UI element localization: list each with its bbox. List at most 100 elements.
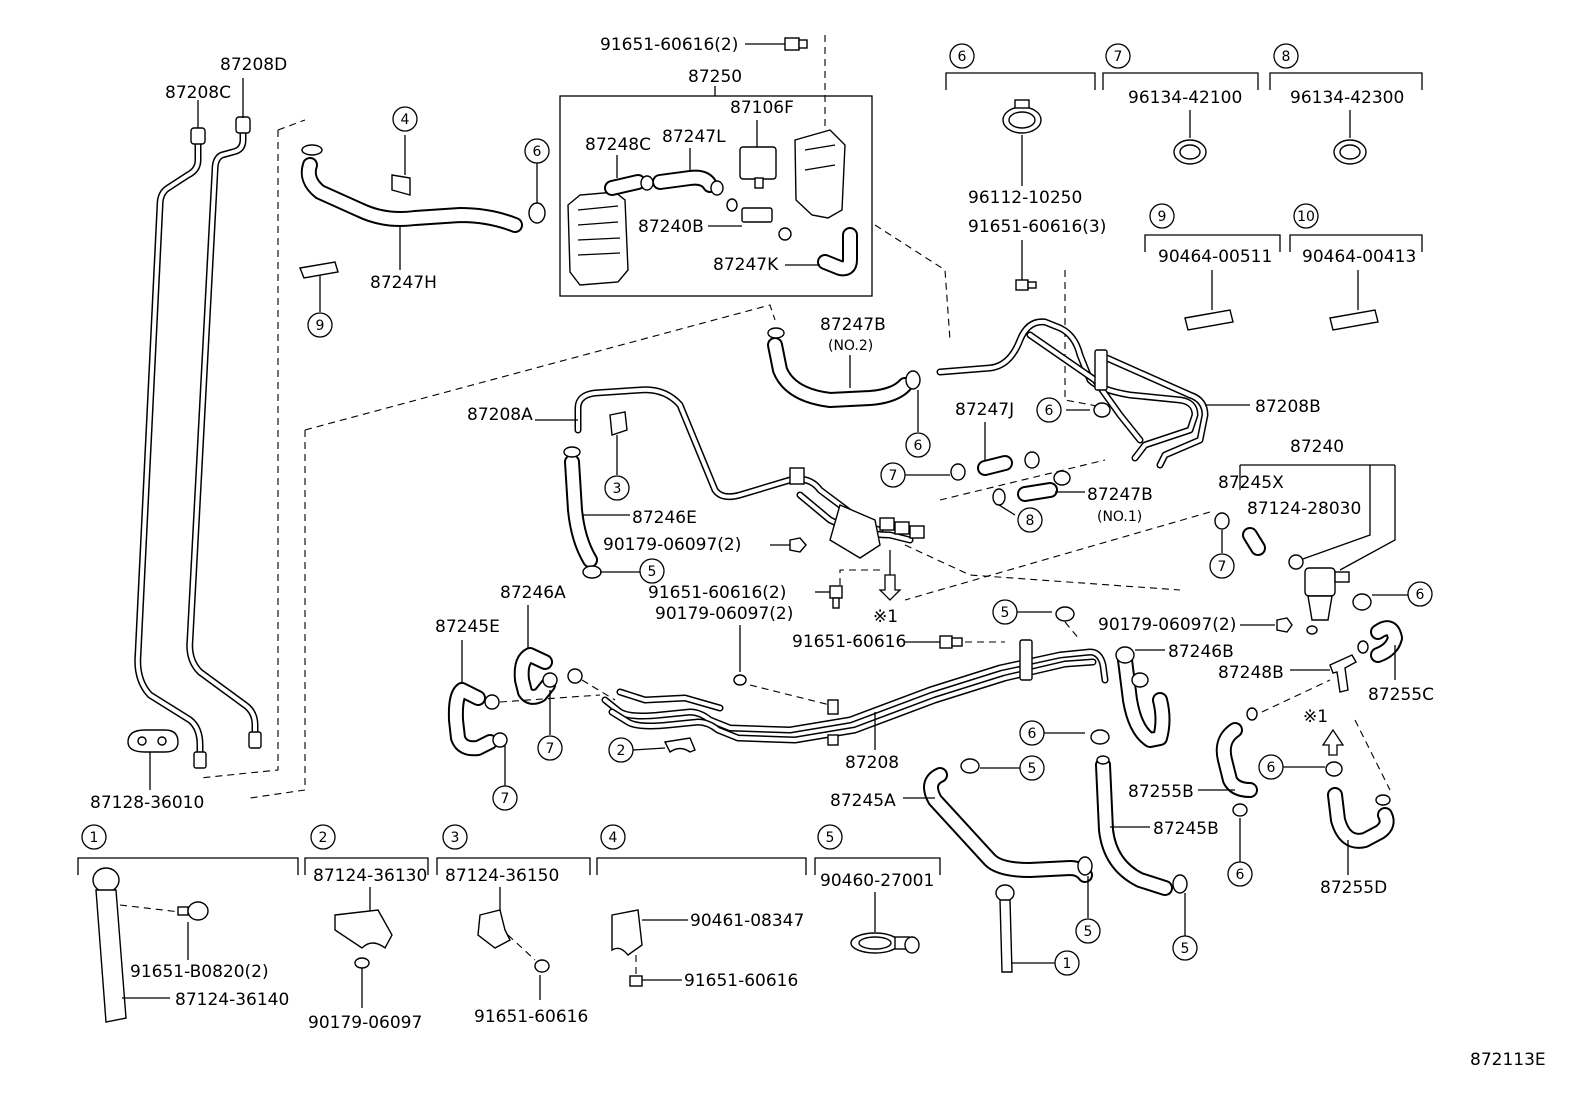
callout-6 <box>1227 861 1253 887</box>
svg-text:6: 6 <box>1267 760 1276 776</box>
legend-group-5: 5 90460-27001 <box>814 824 941 954</box>
svg-text:8: 8 <box>1026 513 1035 529</box>
hose-87245A <box>923 758 1093 883</box>
svg-text:10: 10 <box>1297 209 1315 225</box>
label-ref1b: ※1 <box>1303 707 1328 727</box>
callout-3 <box>604 475 630 501</box>
svg-text:5: 5 <box>1001 605 1010 621</box>
label-87245B: 87245B <box>1153 819 1219 839</box>
svg-text:5: 5 <box>1181 941 1190 957</box>
label-90464-00413: 90464-00413 <box>1302 247 1416 267</box>
svg-text:90179-06097: 90179-06097 <box>308 1013 422 1033</box>
hose-87245E <box>447 682 508 757</box>
svg-text:91651-B0820(2): 91651-B0820(2) <box>130 962 269 982</box>
hose-clamp-96112-10250 <box>1002 99 1042 134</box>
svg-text:6: 6 <box>958 49 967 65</box>
label-87208C: 87208C <box>165 83 231 103</box>
callout-6 <box>1258 754 1284 780</box>
pipe-87208B <box>936 318 1209 469</box>
svg-text:3: 3 <box>451 830 460 846</box>
svg-text:9: 9 <box>316 318 325 334</box>
label-87247B-no1: 87247B <box>1087 485 1153 505</box>
callout-7 <box>537 735 563 761</box>
assembly-87250-box <box>559 95 873 297</box>
callout-6 <box>1036 397 1062 423</box>
clamp-icon <box>663 737 696 754</box>
svg-text:7: 7 <box>501 791 510 807</box>
svg-text:6: 6 <box>533 144 542 160</box>
hose-87245X <box>1242 527 1266 556</box>
legend-group-3: 3 87124-36150 91651-60616 <box>436 824 591 1027</box>
svg-text:87124-36140: 87124-36140 <box>175 990 289 1010</box>
label-87255B: 87255B <box>1128 782 1194 802</box>
callout-9 <box>307 312 333 338</box>
diagram-id: 872113E <box>1470 1050 1546 1070</box>
hose-clamp-icon <box>1333 139 1367 165</box>
label-87245E: 87245E <box>435 617 500 637</box>
legend-group-2: 2 87124-36130 90179-06097 <box>304 824 429 1033</box>
label-87240: 87240 <box>1290 437 1344 457</box>
label-91651-60616-2-mid: 91651-60616(2) <box>648 583 786 603</box>
callout-7 <box>492 785 518 811</box>
label-87248B: 87248B <box>1218 663 1284 683</box>
bolt-icon <box>784 37 808 51</box>
hose-87247B-no1 <box>1017 482 1058 502</box>
svg-text:5: 5 <box>1084 924 1093 940</box>
clip-icon <box>1184 309 1234 331</box>
group-bracket-7: 7 <box>1102 43 1259 90</box>
svg-text:5: 5 <box>826 830 835 846</box>
callout-7 <box>1209 553 1235 579</box>
label-87247J: 87247J <box>955 400 1014 420</box>
svg-text:87124-36130: 87124-36130 <box>313 866 427 886</box>
callout-5 <box>1075 918 1101 944</box>
legend-group-1: 1 91651-B0820(2) 87124-36140 <box>77 824 299 1023</box>
svg-text:87124-36150: 87124-36150 <box>445 866 559 886</box>
svg-text:90460-27001: 90460-27001 <box>820 871 934 891</box>
svg-text:6: 6 <box>1045 403 1054 419</box>
label-87246E: 87246E <box>632 508 697 528</box>
svg-text:7: 7 <box>546 741 555 757</box>
callout-6 <box>524 138 550 164</box>
vsv-valve-icon <box>739 146 777 189</box>
connector-block-icon <box>829 504 925 559</box>
label-90464-00511: 90464-00511 <box>1158 247 1272 267</box>
bracket-icon <box>794 129 846 219</box>
svg-text:5: 5 <box>648 564 657 580</box>
svg-text:91651-60616: 91651-60616 <box>474 1007 588 1027</box>
hose-87247B-no2 <box>767 327 921 408</box>
label-96134-42100: 96134-42100 <box>1128 88 1242 108</box>
label-87208B: 87208B <box>1255 397 1321 417</box>
label-87255C: 87255C <box>1368 685 1434 705</box>
hose-clamp-icon <box>528 202 546 224</box>
svg-text:8: 8 <box>1282 49 1291 65</box>
clamp-icon <box>391 174 411 196</box>
hose-87246A <box>513 647 583 705</box>
group-bracket-6: 6 <box>945 43 1096 90</box>
label-87208: 87208 <box>845 753 899 773</box>
group-bracket-10: 10 <box>1289 203 1423 252</box>
bolt-icon <box>939 635 963 649</box>
label-87247K: 87247K <box>713 255 779 275</box>
label-87245A: 87245A <box>830 791 896 811</box>
label-no2: (NO.2) <box>828 338 873 354</box>
legend-group-4: 4 90461-08347 91651-60616 <box>596 824 807 991</box>
canister-icon <box>567 191 629 286</box>
clamp-bracket-icon <box>995 884 1015 973</box>
label-87106F: 87106F <box>730 98 794 118</box>
svg-text:2: 2 <box>319 830 328 846</box>
label-91651-60616-2-top: 91651-60616(2) <box>600 35 738 55</box>
callout-6 <box>1407 581 1433 607</box>
svg-text:2: 2 <box>617 743 626 759</box>
hose-87255B <box>1215 707 1258 798</box>
svg-text:7: 7 <box>1218 559 1227 575</box>
label-ref1: ※1 <box>873 607 898 627</box>
grommet-87128-36010 <box>127 729 179 753</box>
hose-87255C <box>1357 620 1403 663</box>
hose-87245B <box>1095 755 1188 896</box>
clip-icon <box>299 261 339 279</box>
svg-text:90461-08347: 90461-08347 <box>690 911 804 931</box>
hose-clamp-icon <box>1173 139 1207 165</box>
svg-text:1: 1 <box>90 830 99 846</box>
label-87248C: 87248C <box>585 135 651 155</box>
nut-icon <box>1276 617 1293 633</box>
